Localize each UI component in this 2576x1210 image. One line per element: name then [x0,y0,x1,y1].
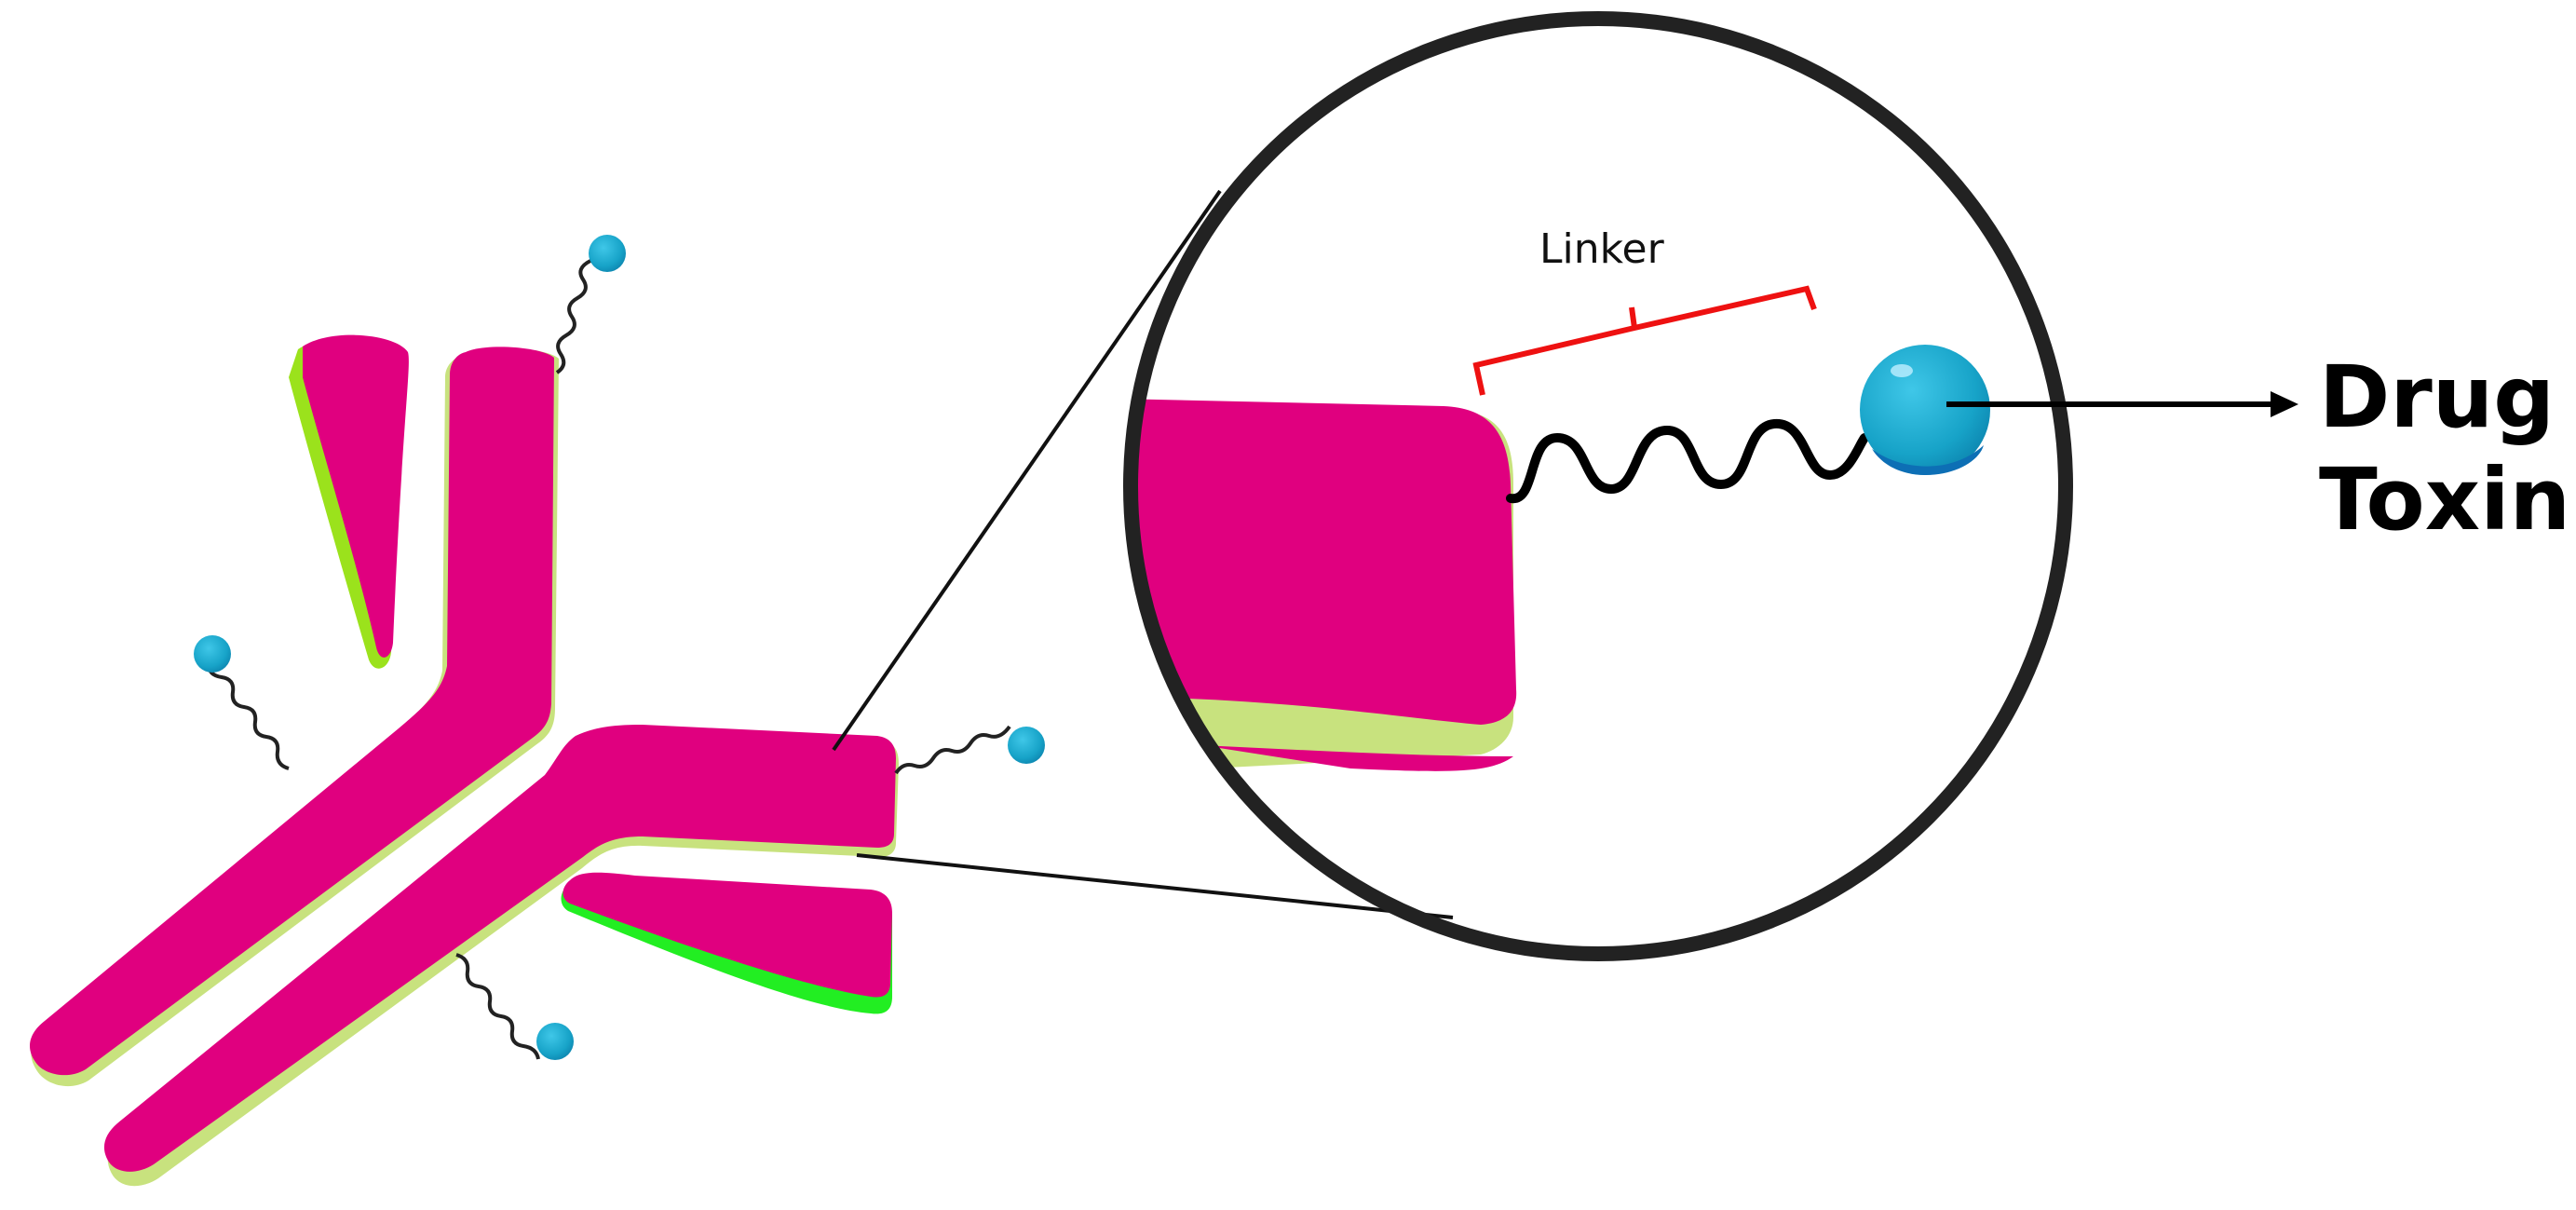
magnified-antibody-segment [1131,399,1517,725]
linker-bracket [1472,285,1817,396]
arrow-icon [1946,391,2298,417]
antibody-drug-conjugates [207,243,1011,1060]
drug-toxin-label-line1: Drug [2319,347,2555,447]
upper-heavy-chain [30,347,559,1087]
drug-toxin-label-line2: Toxin [2319,450,2570,550]
drug-bead-icon [1008,727,1045,764]
magnified-view: Linker [1123,11,2073,961]
lower-heavy-chain [103,725,900,1187]
linker-chain-icon [455,953,540,1060]
magnifier-ring [1123,11,2073,961]
lower-light-chain [561,872,892,1014]
linker-chain-icon [894,725,1011,775]
drug-bead-icon [194,635,231,673]
upper-light-chain [289,334,409,669]
antibody-icon [30,334,900,1187]
linker-chain-icon [1506,419,1869,504]
zoom-lines [832,189,1454,919]
drug-bead-icon [1860,345,1990,475]
antibody-drug-beads [194,235,1045,1060]
linker-label: Linker [1539,225,1665,273]
linker-chain-icon [555,243,604,374]
drug-bead-icon [536,1023,574,1060]
drug-bead-icon [589,235,626,272]
linker-chain-icon [207,663,290,770]
